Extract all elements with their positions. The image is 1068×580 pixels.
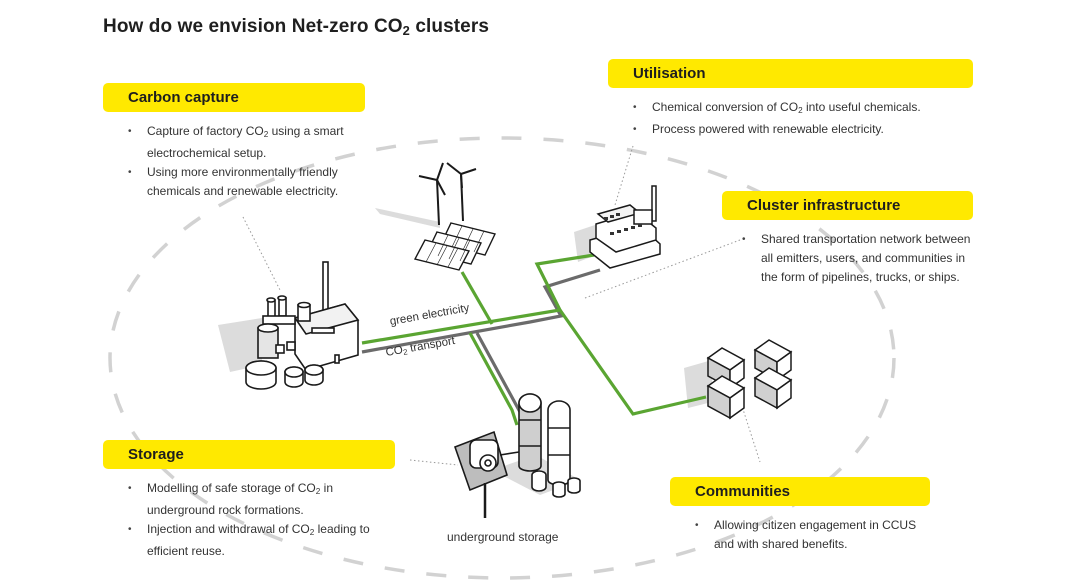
utilisation-heading: Utilisation [608,59,973,88]
underground-storage-label: underground storage [447,530,559,544]
panel-carbon-capture: Carbon capture Capture of factory CO2 us… [103,83,365,201]
bullet-item: Chemical conversion of CO2 into useful c… [633,98,973,120]
chemical-plant-icon [589,185,661,269]
bullet-item: Allowing citizen engagement in CCUS and … [695,516,930,554]
leader-storage [409,459,459,466]
pipelines [361,253,707,426]
bullet-item: Modelling of safe storage of CO2 in unde… [128,479,395,520]
carbon-capture-heading: Carbon capture [103,83,365,112]
bullet-item: Process powered with renewable electrici… [633,120,973,139]
wind-turbine-icon [418,162,477,226]
bullet-item: Capture of factory CO2 using a smart ele… [128,122,365,163]
bullet-item: Injection and withdrawal of CO2 leading … [128,520,395,561]
panel-cluster-infrastructure: Cluster infrastructure Shared transporta… [722,191,973,287]
page-title: How do we envision Net-zero CO2 clusters [103,16,489,39]
co2-line-main [361,268,601,354]
houses-icon [706,339,793,420]
storage-bullets: Modelling of safe storage of CO2 in unde… [103,479,395,561]
cluster-boundary-ellipse [108,136,896,580]
carbon-capture-bullets: Capture of factory CO2 using a smart ele… [103,122,365,201]
bullet-item: Shared transportation network between al… [742,230,973,287]
cluster-infrastructure-heading: Cluster infrastructure [722,191,973,220]
solar-panel-icon [413,222,496,271]
panel-utilisation: Utilisation Chemical conversion of CO2 i… [608,59,973,139]
leader-communities [739,399,761,463]
green-line-wind [460,271,494,325]
storage-heading: Storage [103,440,395,469]
leader-carbon [242,216,281,291]
green-line-storage [468,332,519,426]
panel-communities: Communities Allowing citizen engagement … [670,477,930,554]
panel-storage: Storage Modelling of safe storage of CO2… [103,440,395,561]
communities-bullets: Allowing citizen engagement in CCUS and … [670,516,930,554]
factory-icon [245,261,360,390]
cluster-infrastructure-bullets: Shared transportation network between al… [722,230,973,287]
storage-tank-icon [453,393,581,518]
leader-lines [242,145,761,466]
utilisation-bullets: Chemical conversion of CO2 into useful c… [608,98,973,139]
leader-utilisation [614,145,634,206]
green-line-main [361,253,595,345]
green-line-houses [558,309,707,416]
bullet-item: Using more environmentally friendly chem… [128,163,365,201]
communities-heading: Communities [670,477,930,506]
